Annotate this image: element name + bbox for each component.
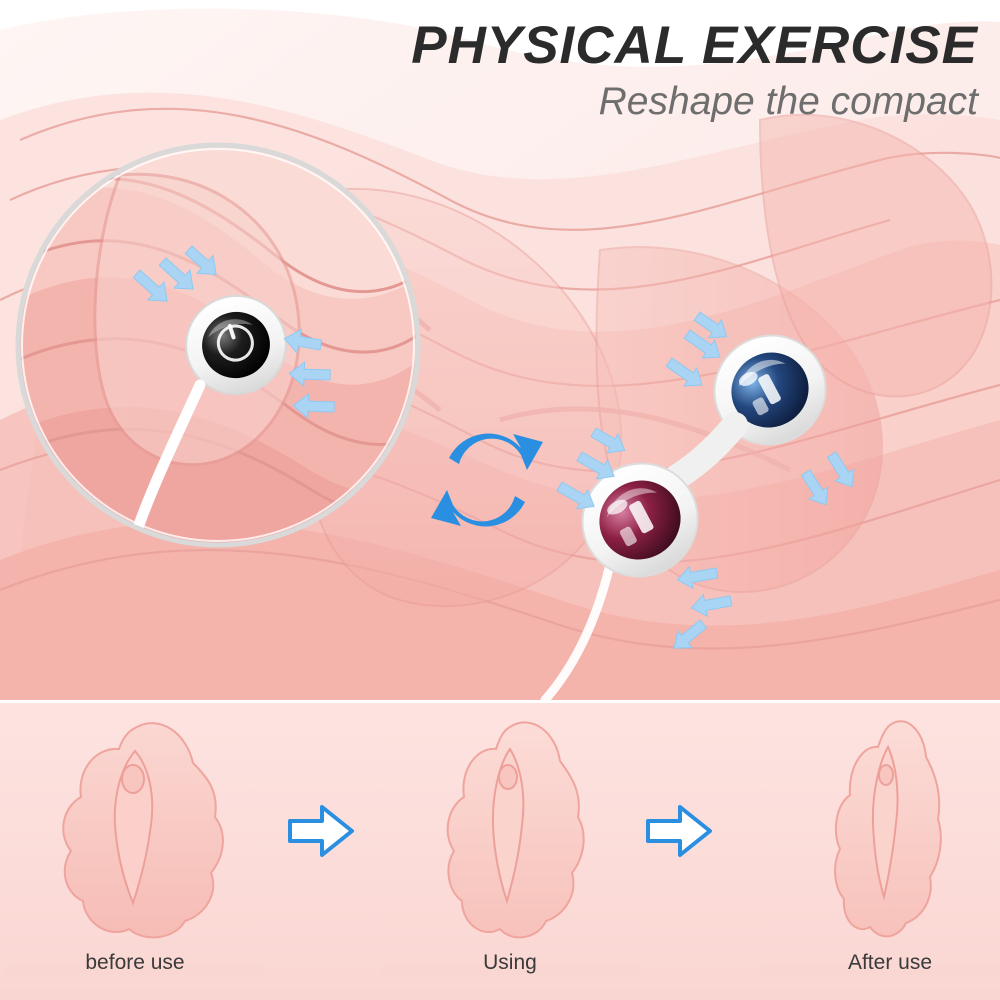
progress-arrow-2	[646, 805, 712, 857]
device-ball-red	[581, 462, 699, 578]
magnifier-circle	[15, 142, 421, 548]
heading-block: PHYSICAL EXERCISE Reshape the compact	[411, 18, 978, 124]
before-after-panel: before use Using After use	[0, 700, 1000, 1000]
stage-using	[446, 721, 585, 939]
top-illustration	[0, 8, 1000, 700]
progress-arrow-1	[288, 805, 354, 857]
rotation-arrows-icon	[431, 433, 543, 527]
stage-before	[62, 722, 224, 939]
device-cord	[540, 551, 617, 700]
control-cord	[126, 379, 206, 545]
pressure-arrow-icon	[132, 245, 335, 420]
stage-after	[834, 720, 942, 938]
device-control-ball	[185, 294, 287, 396]
caption-using: Using	[380, 951, 640, 975]
caption-before: before use	[5, 951, 265, 975]
caption-after: After use	[760, 951, 1000, 975]
pressure-arrow-icon	[556, 311, 855, 649]
page-subtitle: Reshape the compact	[598, 79, 978, 123]
page-title: PHYSICAL EXERCISE	[411, 16, 978, 75]
